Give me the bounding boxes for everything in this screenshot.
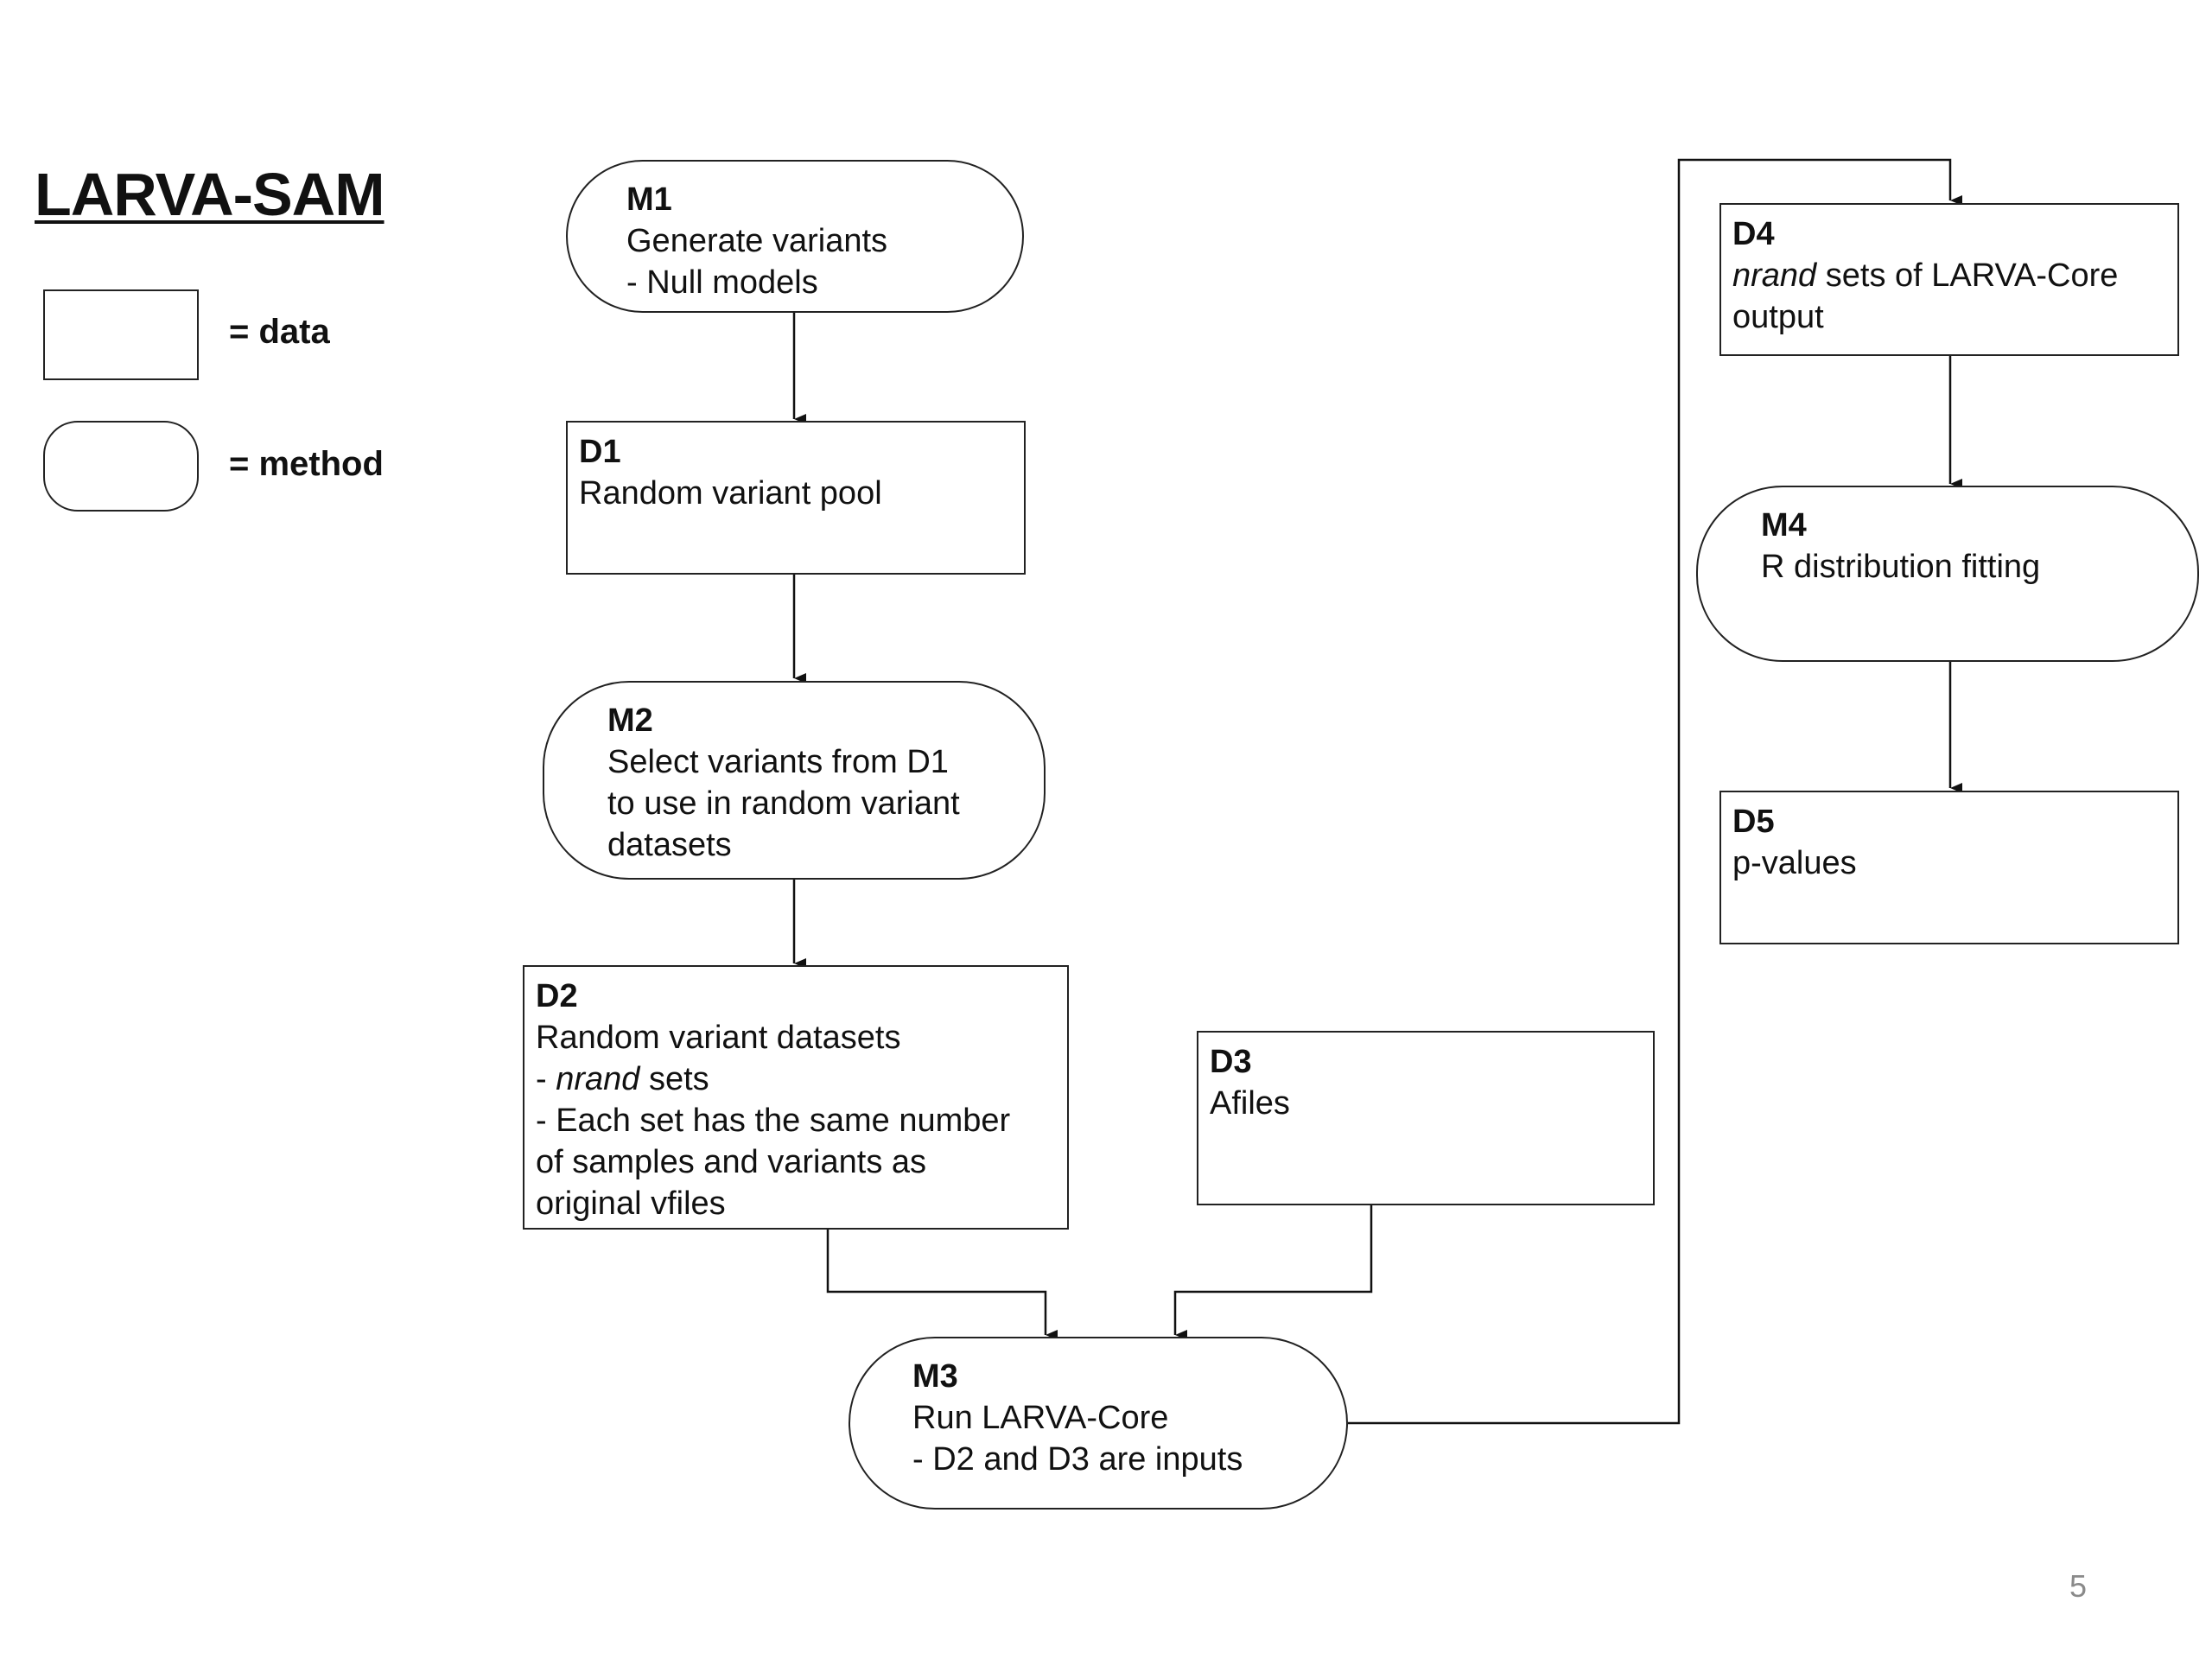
diagram-title: LARVA-SAM bbox=[35, 161, 385, 228]
node-d3: D3 Afiles bbox=[1197, 1031, 1655, 1205]
node-d5: D5 p-values bbox=[1719, 791, 2179, 944]
legend-method-shape bbox=[43, 421, 199, 512]
node-m3: M3 Run LARVA-Core - D2 and D3 are inputs bbox=[849, 1337, 1348, 1510]
node-d1: D1 Random variant pool bbox=[566, 421, 1026, 575]
node-d4: D4 nrand sets of LARVA-Core output bbox=[1719, 203, 2179, 356]
legend-method-label: = method bbox=[229, 445, 384, 483]
node-d2: D2 Random variant datasets - nrand sets … bbox=[523, 965, 1069, 1230]
edge-m3-d4 bbox=[1348, 158, 1962, 1425]
legend-data-box bbox=[43, 289, 199, 380]
legend-data-label: = data bbox=[229, 313, 330, 351]
node-m4: M4 R distribution fitting bbox=[1696, 486, 2199, 662]
edge-d2-m3 bbox=[826, 1230, 1058, 1340]
node-m2: M2 Select variants from D1 to use in ran… bbox=[543, 681, 1046, 880]
node-m1: M1 Generate variants - Null models bbox=[566, 160, 1024, 313]
page-number: 5 bbox=[2069, 1568, 2088, 1604]
edge-d3-m3 bbox=[1173, 1205, 1373, 1340]
